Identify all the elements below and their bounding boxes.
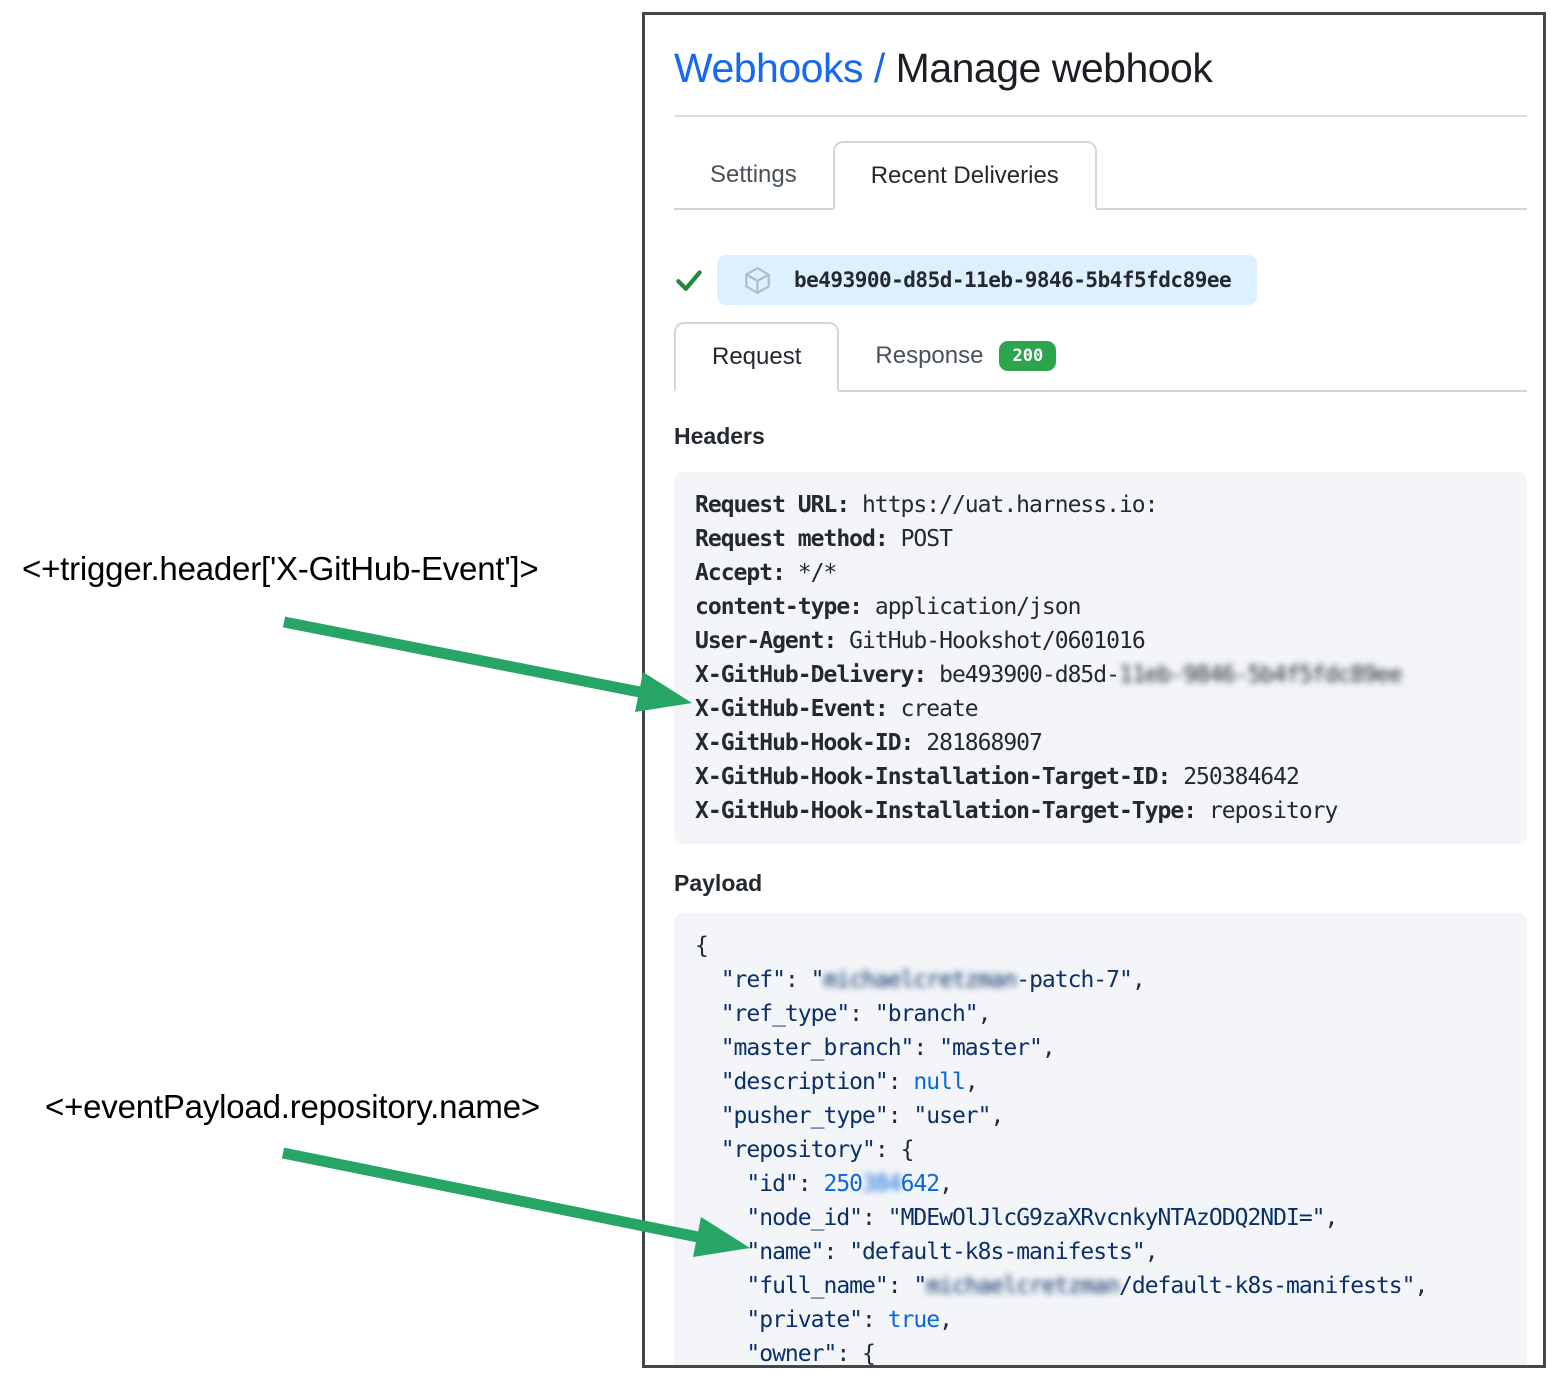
header-line: content-type: application/json <box>695 594 1081 620</box>
payload-line: "repository": { <box>695 1137 915 1163</box>
payload-section-title: Payload <box>674 870 763 896</box>
payload-line: "master_branch": "master", <box>695 1035 1056 1061</box>
payload-line: "ref": "michaelcretzman-patch-7", <box>695 967 1146 993</box>
payload-line: "node_id": "MDEwOlJlcG9zaXRvcnkyNTAzODQ2… <box>695 1205 1338 1231</box>
payload-line: "name": "default-k8s-manifests", <box>695 1239 1158 1265</box>
header-line: User-Agent: GitHub-Hookshot/0601016 <box>695 628 1146 654</box>
header-line: X-GitHub-Delivery: be493900-d85d-11eb-98… <box>695 662 1403 688</box>
payload-line: "owner": { <box>695 1341 875 1367</box>
manage-webhook-panel: Webhooks / Manage webhook Settings Recen… <box>642 12 1546 1368</box>
breadcrumb-webhooks-link[interactable]: Webhooks / <box>674 45 885 91</box>
request-response-tabnav: Request Response 200 <box>674 322 1527 392</box>
delivery-guid-pill[interactable]: be493900-d85d-11eb-9846-5b4f5fdc89ee <box>717 255 1258 305</box>
header-line: X-GitHub-Hook-Installation-Target-Type: … <box>695 798 1338 824</box>
payload-line: "full_name": "michaelcretzman/default-k8… <box>695 1273 1428 1299</box>
headers-code-block: Request URL: https://uat.harness.io: Requ… <box>674 472 1527 844</box>
delivery-guid: be493900-d85d-11eb-9846-5b4f5fdc89ee <box>794 268 1232 292</box>
annotation-trigger-expression: <+trigger.header['X-GitHub-Event']> <box>22 550 539 587</box>
header-line: X-GitHub-Event: create <box>695 696 979 722</box>
payload-line: "id": 250384642, <box>695 1171 953 1197</box>
arrow-to-github-event-header <box>282 616 692 712</box>
delivery-row: be493900-d85d-11eb-9846-5b4f5fdc89ee <box>674 255 1527 305</box>
headers-section-title: Headers <box>674 423 765 449</box>
header-line: Request URL: https://uat.harness.io: <box>695 492 1159 518</box>
webhook-tabnav: Settings Recent Deliveries <box>674 141 1527 210</box>
page-title-current: Manage webhook <box>895 45 1213 91</box>
header-line: Request method: POST <box>695 526 953 552</box>
payload-line: "ref_type": "branch", <box>695 1001 992 1027</box>
annotation-payload-expression: <+eventPayload.repository.name> <box>45 1088 540 1125</box>
tab-recent-deliveries[interactable]: Recent Deliveries <box>832 141 1097 210</box>
payload-line: "pusher_type": "user", <box>695 1103 1005 1129</box>
payload-code-block: { "ref": "michaelcretzman-patch-7", "ref… <box>674 913 1527 1367</box>
tab-response-label: Response <box>875 342 984 369</box>
payload-line: "private": true, <box>695 1307 953 1333</box>
header-line: Accept: */* <box>695 560 837 586</box>
page-title: Webhooks / Manage webhook <box>674 44 1527 92</box>
tab-settings[interactable]: Settings <box>710 160 797 188</box>
response-status-badge: 200 <box>999 341 1057 371</box>
tab-response[interactable]: Response 200 <box>839 322 1092 390</box>
payload-line: "description": null, <box>695 1069 979 1095</box>
header-line: X-GitHub-Hook-ID: 281868907 <box>695 730 1043 756</box>
package-icon <box>743 266 772 295</box>
header-line: X-GitHub-Hook-Installation-Target-ID: 25… <box>695 764 1300 790</box>
title-divider <box>674 115 1527 117</box>
tab-request[interactable]: Request <box>674 322 840 392</box>
payload-line: { <box>695 933 709 959</box>
check-icon <box>674 265 704 295</box>
